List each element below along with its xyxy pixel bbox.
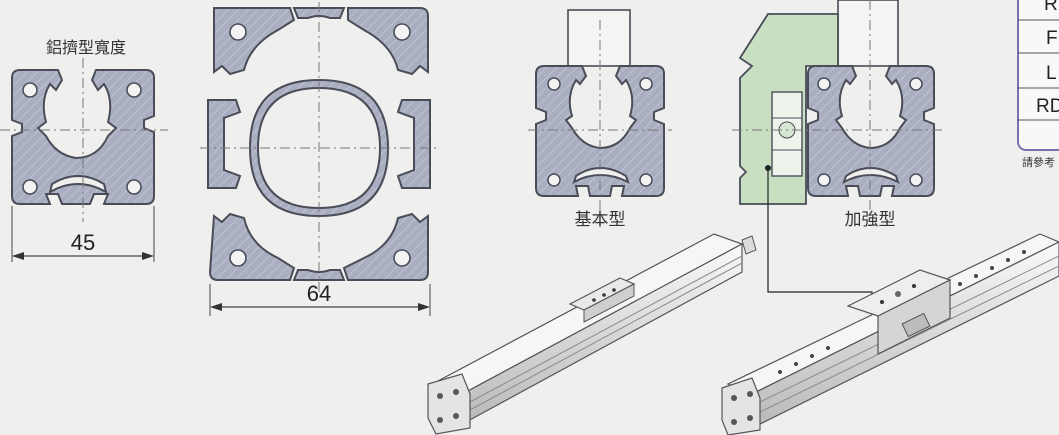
dimension-label-64: 64 <box>307 281 331 306</box>
bolt-hole <box>22 82 38 98</box>
end-cap-screw <box>731 395 737 401</box>
reinforced-carriage-side <box>877 279 951 355</box>
table-row-label: R <box>1044 0 1058 15</box>
actuator-shaft <box>741 235 757 255</box>
table-row-label: F <box>1046 28 1058 49</box>
bolt-hole <box>22 179 38 195</box>
table-row-label: L <box>1046 63 1057 84</box>
bolt-hole <box>639 173 653 187</box>
side-table-frame <box>1017 0 1059 151</box>
arrow-head <box>142 252 154 260</box>
section-title: 鋁擠型寬度 <box>46 38 126 57</box>
bolt-hole <box>547 173 561 187</box>
bolt-hole <box>393 23 411 41</box>
end-cap <box>427 373 471 435</box>
actuator-groove <box>469 255 743 403</box>
end-cap-screw <box>747 391 753 397</box>
carriage-hole <box>602 293 606 297</box>
arrow-head <box>12 252 24 260</box>
basic-type-section: 基本型 <box>528 9 672 230</box>
bolt-hole <box>909 77 923 91</box>
carriage-hole <box>612 288 616 292</box>
arrow-head <box>418 303 430 311</box>
carriage-hole <box>592 298 596 302</box>
leader-dot <box>765 165 771 171</box>
bolt-hole <box>393 249 411 267</box>
profile-45-body <box>11 69 155 205</box>
carriage-hole <box>895 291 901 297</box>
end-cap-screw <box>731 419 737 425</box>
reinforced-profile-body <box>807 65 935 197</box>
end-cap-screw <box>453 413 459 419</box>
bolt-hole <box>229 23 247 41</box>
end-cap <box>721 377 761 435</box>
rail-hole-row <box>778 250 1026 374</box>
profile-45: 45 <box>0 58 168 262</box>
actuator-groove <box>755 265 1059 415</box>
bolt-hole <box>126 82 142 98</box>
end-cap-screw <box>453 389 459 395</box>
actuator-basic <box>427 233 757 435</box>
table-row-label: RD <box>1036 96 1059 117</box>
carriage-hole <box>880 300 884 304</box>
profile-64: 64 <box>200 2 440 316</box>
end-cap-screw <box>437 417 443 423</box>
carriage-hole <box>912 284 916 288</box>
bolt-hole <box>229 249 247 267</box>
reinforced-type-label: 加強型 <box>845 210 896 230</box>
end-cap-screw <box>437 393 443 399</box>
actuator-rail-side <box>465 242 743 424</box>
dimension-label-45: 45 <box>71 230 95 255</box>
carriage-window <box>901 312 931 338</box>
end-cap-screw <box>747 415 753 421</box>
bolt-hole <box>817 173 831 187</box>
bolt-hole <box>817 77 831 91</box>
bolt-hole <box>126 179 142 195</box>
motor-block <box>567 9 631 67</box>
carriage-side <box>583 283 635 323</box>
actuator-groove <box>469 262 743 411</box>
motor-block <box>837 0 899 67</box>
bolt-hole <box>547 77 561 91</box>
basic-profile-body <box>535 65 665 197</box>
reinforced-type-section: 加強型 <box>732 0 946 311</box>
bolt-hole <box>909 173 923 187</box>
bolt-hole <box>639 77 653 91</box>
basic-type-label: 基本型 <box>575 210 626 230</box>
table-note: 請參考 <box>1022 155 1055 169</box>
actuator-reinforced <box>721 233 1059 435</box>
arrow-head <box>210 303 222 311</box>
side-table: R F L RD 請參考 <box>1017 0 1059 169</box>
